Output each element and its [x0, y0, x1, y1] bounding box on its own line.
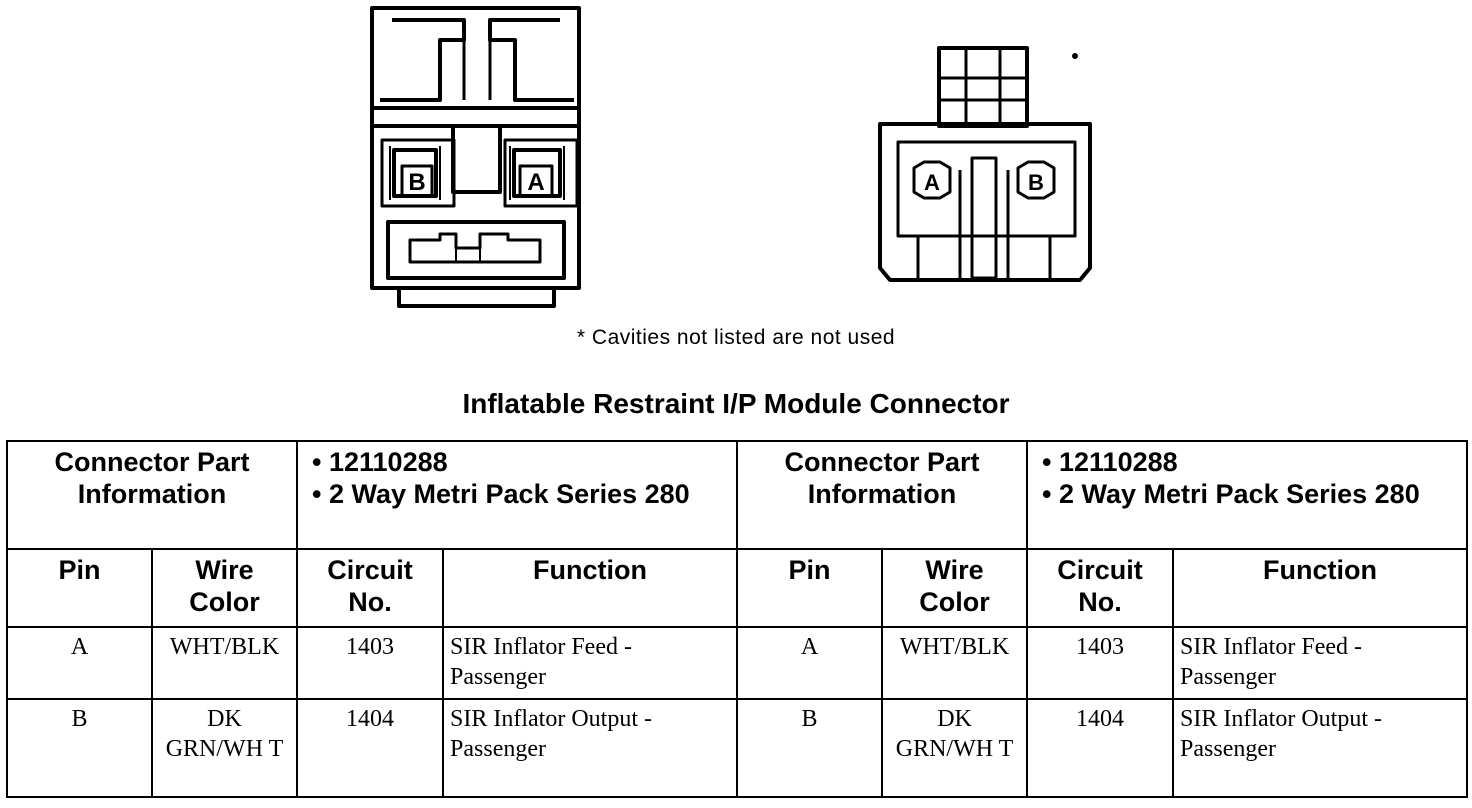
header-wire-color: Wire Color	[881, 548, 1029, 628]
part-series: • 2 Way Metri Pack Series 280	[1042, 479, 1420, 509]
column-header-row: Pin Wire Color Circuit No. Function Pin …	[6, 548, 1469, 628]
part-number: • 12110288	[312, 447, 448, 477]
circuit-cell: 1403	[296, 626, 445, 700]
function-cell: SIR Inflator Feed - Passenger	[442, 626, 739, 700]
right-connector-drawing: A B	[878, 46, 1092, 282]
left-pin-a-label: A	[527, 169, 544, 196]
left-pin-b-label: B	[408, 169, 425, 196]
left-connector-drawing: B A	[370, 6, 581, 308]
connector-table: Connector Part Information • 12110288 • …	[5, 440, 1469, 798]
header-pin: Pin	[6, 548, 153, 628]
circuit-cell: 1403	[1026, 626, 1175, 700]
header-circuit: Circuit No.	[1026, 548, 1175, 628]
wire-color-cell: DK GRN/WH T	[881, 698, 1029, 798]
connector-diagrams: B A A B	[370, 6, 1092, 308]
pin-cell: A	[736, 626, 884, 700]
wire-color-cell: WHT/BLK	[150, 626, 299, 700]
part-info-values: • 12110288 • 2 Way Metri Pack Series 280	[1026, 440, 1469, 550]
function-cell: SIR Inflator Feed - Passenger	[1172, 626, 1469, 700]
pin-cell: B	[6, 698, 153, 798]
part-series: • 2 Way Metri Pack Series 280	[312, 479, 690, 509]
circuit-cell: 1404	[296, 698, 445, 798]
unused-cavities-note: * Cavities not listed are not used	[576, 326, 896, 349]
table-row: B DK GRN/WH T 1404 SIR Inflator Output -…	[6, 698, 1469, 798]
part-info-values: • 12110288 • 2 Way Metri Pack Series 280	[296, 440, 739, 550]
wire-color-cell: DK GRN/WH T	[150, 698, 299, 798]
part-number: • 12110288	[1042, 447, 1178, 477]
part-info-label: Connector Part Information	[736, 440, 1029, 550]
right-pin-b-label: B	[1028, 170, 1044, 195]
part-info-label: Connector Part Information	[5, 440, 299, 550]
header-pin: Pin	[736, 548, 884, 628]
pin-cell: B	[736, 698, 884, 798]
part-info-row: Connector Part Information • 12110288 • …	[5, 440, 1469, 550]
header-function: Function	[1172, 548, 1469, 628]
right-pin-a-label: A	[924, 170, 940, 195]
circuit-cell: 1404	[1026, 698, 1175, 798]
pin-cell: A	[6, 626, 153, 700]
header-wire-color: Wire Color	[150, 548, 299, 628]
wire-color-cell: WHT/BLK	[881, 626, 1029, 700]
page-title: Inflatable Restraint I/P Module Connecto…	[462, 388, 1010, 419]
header-circuit: Circuit No.	[296, 548, 445, 628]
header-function: Function	[442, 548, 739, 628]
table-row: A WHT/BLK 1403 SIR Inflator Feed - Passe…	[6, 626, 1469, 700]
function-cell: SIR Inflator Output - Passenger	[1172, 698, 1469, 798]
function-cell: SIR Inflator Output - Passenger	[442, 698, 739, 798]
